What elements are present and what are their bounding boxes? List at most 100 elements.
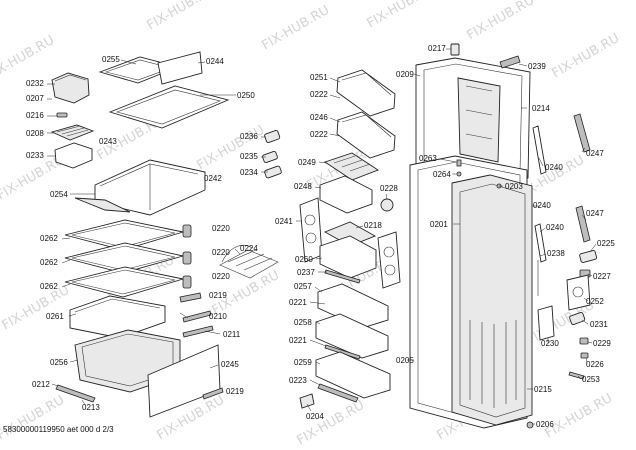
watermark: FIX-HUB.RU — [365, 0, 438, 31]
part-0249-egg-tray — [323, 152, 379, 181]
part-0229-clip — [579, 337, 589, 345]
part-0201-inner — [459, 183, 526, 418]
part-0250-plate-inner — [116, 89, 221, 125]
watermark: FIX-HUB.RU — [543, 391, 616, 442]
callout-0223: 0223 — [289, 376, 307, 385]
callout-0203: 0203 — [505, 182, 523, 191]
part-0246-detail — [341, 114, 392, 138]
callout-labels: 0255 0244 0232 0207 0250 0216 0208 0243 … — [26, 44, 615, 429]
part-0219-profile-a — [179, 292, 202, 303]
callout-0220: 0220 — [212, 248, 230, 257]
callout-0221: 0221 — [289, 298, 307, 307]
part-0206-foot — [526, 421, 534, 429]
callout-0235: 0235 — [240, 152, 258, 161]
callout-0251: 0251 — [310, 73, 328, 82]
part-0251-detail — [341, 72, 392, 96]
callout-0222: 0222 — [310, 90, 328, 99]
callout-0209: 0209 — [396, 70, 414, 79]
part-0241-side-c — [377, 231, 401, 289]
part-0230-panel — [537, 305, 555, 341]
part-0261-drawer — [69, 295, 166, 339]
callout-0204: 0204 — [306, 412, 324, 421]
callout-0225: 0225 — [597, 239, 615, 248]
callout-0264: 0264 — [433, 170, 451, 179]
callout-0262: 0262 — [40, 234, 58, 243]
callout-0249: 0249 — [298, 158, 316, 167]
part-0214-gasket — [457, 77, 501, 163]
part-0223-rail — [317, 383, 359, 403]
part-0220-trim-3 — [182, 275, 192, 289]
part-0242-detail — [99, 163, 199, 210]
part-0251-door-shelf — [336, 69, 396, 117]
callout-0215: 0215 — [534, 385, 552, 394]
callout-0233: 0233 — [26, 151, 44, 160]
callout-0256: 0256 — [50, 358, 68, 367]
callout-0245: 0245 — [221, 360, 239, 369]
part-0241-hole-2 — [305, 232, 317, 244]
callout-0236: 0236 — [240, 132, 258, 141]
callout-0216: 0216 — [26, 111, 44, 120]
callout-0222: 0222 — [310, 130, 328, 139]
part-0264-screw — [456, 171, 462, 177]
part-0201-channels — [469, 320, 517, 408]
callout-0210: 0210 — [209, 312, 227, 321]
callout-0239: 0239 — [528, 62, 546, 71]
footer-doc-id: 58300000119950 aet 000 d 2/3 — [3, 425, 114, 434]
callout-0243: 0243 — [99, 137, 117, 146]
callout-0240: 0240 — [533, 201, 551, 210]
part-0259-door-shelf — [315, 351, 391, 399]
part-0228-knob — [380, 198, 394, 212]
part-0262-shelf-3-in — [71, 269, 176, 295]
part-0252-light-housing — [566, 274, 591, 311]
part-0232-icebox — [51, 72, 90, 104]
callout-0234: 0234 — [240, 168, 258, 177]
callout-0240: 0240 — [545, 163, 563, 172]
callout-0205: 0205 — [396, 356, 414, 365]
callout-0218: 0218 — [364, 221, 382, 230]
callout-0208: 0208 — [26, 129, 44, 138]
part-0241-hole-4 — [384, 264, 396, 276]
part-0241-hole-3 — [383, 246, 395, 258]
watermark: FIX-HUB.RU — [195, 123, 268, 174]
callout-0231: 0231 — [590, 320, 608, 329]
part-0254-rail — [74, 197, 131, 213]
callout-0217: 0217 — [428, 44, 446, 53]
part-0240-handle-b — [534, 223, 547, 263]
part-0253-pin — [568, 371, 585, 380]
part-0262-shelf-1-in — [71, 222, 176, 248]
callout-0229: 0229 — [593, 339, 611, 348]
part-0261-drawer-edge — [74, 298, 161, 313]
part-0231-thermostat — [569, 311, 586, 325]
part-0239-handle-cap — [499, 55, 521, 69]
callout-0206: 0206 — [536, 420, 554, 429]
callout-0262: 0262 — [40, 282, 58, 291]
doors-cabinet-group — [409, 43, 598, 429]
callout-0224: 0224 — [240, 244, 258, 253]
watermark: FIX-HUB.RU — [0, 283, 72, 334]
part-0250-plate — [108, 85, 230, 129]
part-0225-cover — [579, 250, 598, 263]
part-0249-egg-cells — [333, 155, 371, 172]
part-0241-side-a — [299, 197, 323, 263]
part-0263-pin — [456, 159, 462, 167]
callout-0219: 0219 — [226, 387, 244, 396]
part-0232-icebox-edge — [54, 74, 87, 82]
part-0252-bulb — [572, 286, 584, 298]
callout-0228: 0228 — [380, 184, 398, 193]
callout-0219: 0219 — [209, 291, 227, 300]
callout-0220: 0220 — [212, 272, 230, 281]
callout-0253: 0253 — [582, 375, 600, 384]
callout-0237: 0237 — [297, 268, 315, 277]
part-0240-handle-a — [532, 125, 547, 175]
part-0201-cabinet — [451, 174, 533, 426]
part-0216-clip — [56, 112, 68, 118]
part-0235-holder — [262, 150, 278, 164]
leader-lines — [47, 48, 597, 425]
watermark: FIX-HUB.RU — [0, 393, 67, 444]
callout-0257: 0257 — [294, 282, 312, 291]
part-0219-profile-b — [202, 387, 224, 400]
callout-0211: 0211 — [223, 330, 241, 339]
callout-0248: 0248 — [294, 182, 312, 191]
part-0204-foot — [299, 393, 315, 409]
